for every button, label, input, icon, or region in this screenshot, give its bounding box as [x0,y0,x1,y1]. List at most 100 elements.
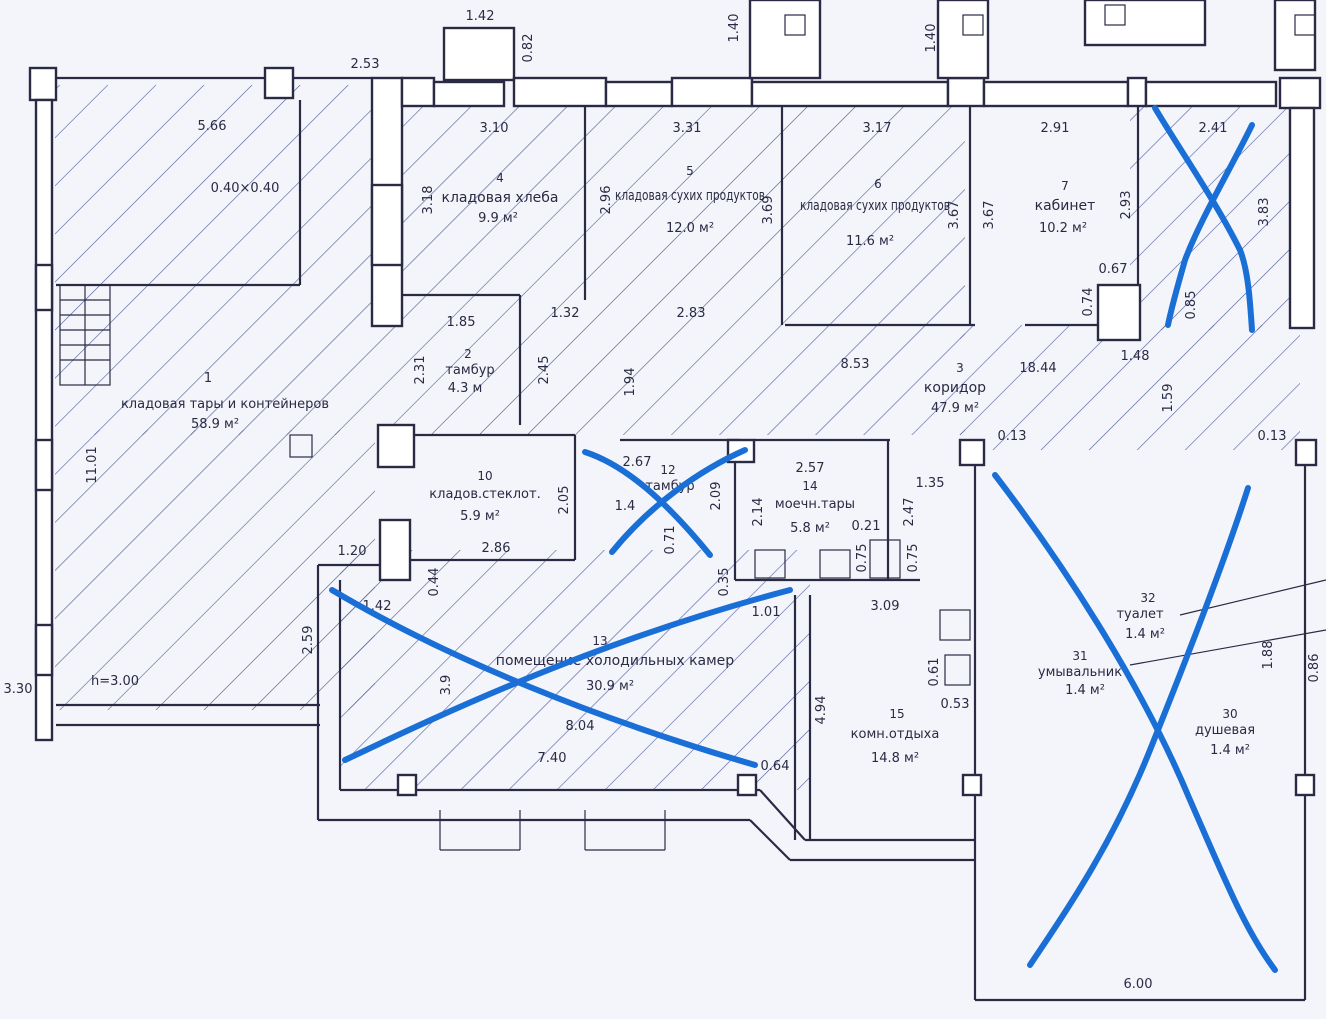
room-labels: 1 кладовая тары и контейнеров 58.9 м² 2 … [121,164,1255,766]
dimension-label: 0.85 [1184,291,1199,320]
svg-text:моечн.тары: моечн.тары [775,497,855,512]
svg-text:12: 12 [660,463,675,477]
dimension-label: 1.85 [447,315,476,330]
cross-mark-room-12 [609,447,748,555]
room-2: 2 тамбур 4.3 м [445,347,494,396]
dimension-label: 2.67 [623,455,652,470]
svg-text:31: 31 [1072,649,1087,663]
dimension-label: h=3.00 [91,674,139,689]
dimension-label: 0.61 [927,658,942,687]
dimension-label: 2.31 [413,356,428,385]
svg-text:11.6 м²: 11.6 м² [846,234,894,249]
dimension-label: 6.00 [1124,977,1153,992]
dimension-label: 2.59 [301,626,316,655]
cross-mark-sanitary [1027,485,1251,968]
svg-text:9.9 м²: 9.9 м² [478,211,518,226]
svg-text:10.2 м²: 10.2 м² [1039,221,1087,236]
dimension-label: 3.69 [761,196,776,225]
dimension-label: 0.64 [761,759,790,774]
svg-text:13: 13 [592,634,607,648]
dimension-label: 0.75 [906,544,921,573]
room-14: 14 моечн.тары 5.8 м² [775,479,855,536]
svg-text:кладовая тары и контейнеров: кладовая тары и контейнеров [121,397,329,412]
dimension-label: 1.88 [1261,641,1276,670]
svg-text:1.4 м²: 1.4 м² [1210,743,1250,758]
dimension-label: 8.53 [841,357,870,372]
dimension-label: 0.35 [717,568,732,597]
svg-text:7: 7 [1061,179,1069,193]
svg-text:6: 6 [874,177,882,191]
dimension-label: 0.21 [852,519,881,534]
dimension-label: 18.44 [1019,361,1056,376]
room-7: 7 кабинет 10.2 м² [1035,179,1096,236]
cross-mark-top-right [1152,105,1255,333]
svg-text:туалет: туалет [1116,607,1164,622]
svg-text:14: 14 [802,479,817,493]
dimension-label: 3.17 [863,121,892,136]
dimension-label: 2.93 [1119,191,1134,220]
dimension-label: 3.10 [480,121,509,136]
svg-text:кладовая сухих продуктов: кладовая сухих продуктов [800,198,950,214]
dimension-label: 3.83 [1257,198,1272,227]
room-5: 5 кладовая сухих продуктов 12.0 м² [615,164,765,236]
dimension-label: 2.83 [677,306,706,321]
svg-text:4.3 м: 4.3 м [448,381,483,396]
cross-mark-top-right [1165,122,1255,328]
dimension-label: 2.91 [1041,121,1070,136]
room-32: 32 туалет 1.4 м² [1116,591,1164,642]
room-15: 15 комн.отдыха 14.8 м² [851,707,940,766]
dimension-label: 1.94 [623,368,638,397]
svg-text:1.4 м²: 1.4 м² [1065,683,1105,698]
dimension-label: 1.40 [924,24,939,53]
dimension-label: 3.31 [673,121,702,136]
svg-text:14.8 м²: 14.8 м² [871,751,919,766]
svg-text:помещение холодильных камер: помещение холодильных камер [496,653,735,669]
dimension-label: 3.67 [947,201,962,230]
svg-text:32: 32 [1140,591,1155,605]
dimension-labels: 1.42 0.82 1.40 1.40 2.53 5.66 0.40×0.40 … [4,9,1322,992]
svg-text:кабинет: кабинет [1035,198,1096,214]
cross-out-marks [329,105,1278,973]
dimension-label: 2.09 [709,482,724,511]
dimension-label: 3.67 [982,201,997,230]
dimension-label: 1.01 [752,605,781,620]
cross-mark-room-13 [342,587,793,763]
dimension-label: 1.40 [727,14,742,43]
dimension-label: 0.67 [1099,262,1128,277]
dimension-label: 3.09 [871,599,900,614]
svg-text:47.9 м²: 47.9 м² [931,401,979,416]
dimension-label: 2.47 [902,498,917,527]
dimension-label: 3.9 [439,675,454,696]
svg-text:30.9 м²: 30.9 м² [586,679,634,694]
room-6: 6 кладовая сухих продуктов 11.6 м² [800,177,950,249]
hatched-areas [55,85,1300,790]
dimension-label: 0.13 [998,429,1027,444]
svg-text:2: 2 [464,347,472,361]
dimension-label: 8.04 [566,719,595,734]
dimension-label: 0.44 [427,568,442,597]
dimension-label: 2.45 [537,356,552,385]
dimension-label: 2.14 [751,498,766,527]
svg-text:кладовая хлеба: кладовая хлеба [442,190,559,206]
dimension-label: 1.42 [466,9,495,24]
dimension-label: 0.74 [1081,288,1096,317]
stair [59,284,111,386]
svg-text:коридор: коридор [924,380,986,396]
dimension-label: 3.30 [4,682,33,697]
svg-text:1.4: 1.4 [615,499,636,514]
svg-text:5.9 м²: 5.9 м² [460,509,500,524]
svg-text:1: 1 [204,371,212,386]
dimension-label: 0.86 [1307,654,1322,683]
dimension-label: 4.94 [814,696,829,725]
dimension-label: 1.48 [1121,349,1150,364]
svg-text:15: 15 [889,707,904,721]
room-12: 12 тамбур 1.4 [615,463,695,514]
svg-text:кладовая сухих продуктов: кладовая сухих продуктов [615,188,765,204]
dimension-label: 0.71 [663,526,678,555]
svg-text:комн.отдыха: комн.отдыха [851,727,940,742]
room-1: 1 кладовая тары и контейнеров 58.9 м² [121,371,329,432]
dimension-label: 0.53 [941,697,970,712]
svg-text:кладов.стеклот.: кладов.стеклот. [429,487,540,502]
dimension-label: 1.32 [551,306,580,321]
